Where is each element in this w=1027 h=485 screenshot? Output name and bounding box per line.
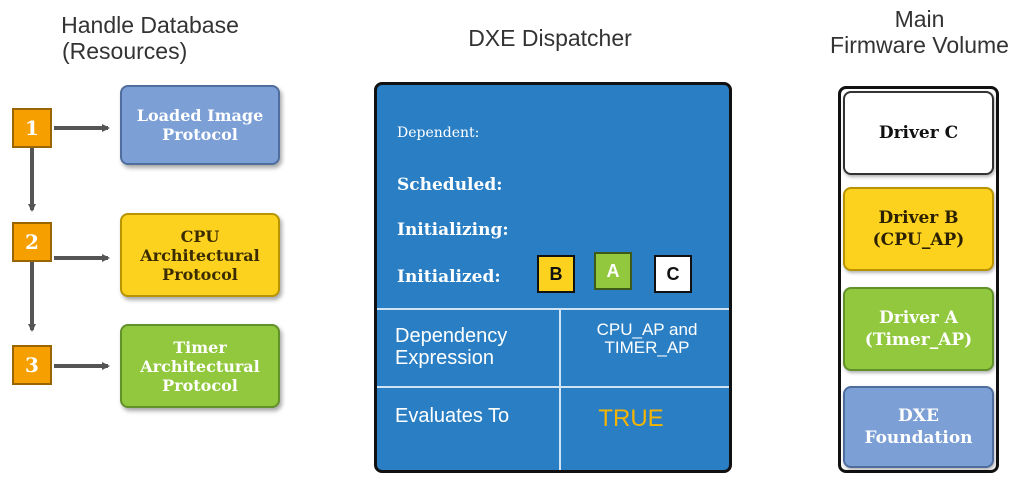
handle-database-heading-line2: (Resources) <box>62 38 188 64</box>
fv-slot-line: Driver C <box>878 123 959 143</box>
loaded-image-protocol: Loaded Image Protocol <box>120 85 280 165</box>
initialized-chip-a: A <box>594 252 632 290</box>
protocol-line: Architectural <box>140 245 260 265</box>
initialized-chip-c: C <box>654 255 692 293</box>
handle-2: 2 <box>12 222 52 262</box>
cpu-architectural-protocol: CPU Architectural Protocol <box>120 213 280 297</box>
protocol-line: Protocol <box>162 264 238 284</box>
fv-slot-line: DXE <box>898 406 939 426</box>
dependency-expression-value: CPU_AP and TIMER_AP <box>561 320 729 357</box>
timer-architectural-protocol: Timer Architectural Protocol <box>120 324 280 408</box>
protocol-line: Architectural <box>140 356 260 376</box>
evaluates-to-label: Evaluates To <box>395 405 510 427</box>
grid-divider-vertical <box>559 308 561 470</box>
protocol-line: Loaded Image <box>136 106 264 125</box>
initialized-chip-b: B <box>537 255 575 293</box>
fv-slot-line: (Timer_AP) <box>864 330 973 350</box>
handle-database-heading-line1: Handle Database <box>61 12 239 38</box>
dxe-dispatcher-heading: DXE Dispatcher <box>468 25 632 51</box>
firmware-volume-heading-line1: Main <box>894 6 945 32</box>
driver-a-slot: Driver A (Timer_AP) <box>843 287 994 371</box>
dxe-dispatcher-panel: Dependent: Scheduled: Initializing: Init… <box>374 82 732 473</box>
fv-slot-line: Driver A <box>879 308 958 328</box>
firmware-volume-heading: Main Firmware Volume <box>812 6 1027 58</box>
initializing-label: Initializing: <box>397 220 509 240</box>
dxe-foundation-slot: DXE Foundation <box>843 386 994 468</box>
dependent-label: Dependent: <box>397 125 480 141</box>
protocol-line: CPU <box>180 226 220 246</box>
fv-slot-line: Driver B <box>878 208 959 228</box>
handle-3: 3 <box>12 345 52 385</box>
driver-c-slot: Driver C <box>843 91 994 175</box>
fv-slot-line: Foundation <box>864 428 973 448</box>
driver-b-slot: Driver B (CPU_AP) <box>843 187 994 271</box>
protocol-line: Protocol <box>162 125 238 144</box>
protocol-line: Timer <box>173 337 227 357</box>
handle-database-heading: Handle Database (Resources) <box>40 12 260 64</box>
dependency-expression-value-line1: CPU_AP and <box>596 320 698 339</box>
handle-1: 1 <box>12 108 52 148</box>
grid-divider-horizontal-1 <box>377 308 729 310</box>
dependency-expression-label-line2: Expression <box>395 347 494 369</box>
initialized-label: Initialized: <box>397 267 501 287</box>
grid-divider-horizontal-2 <box>377 386 729 388</box>
evaluates-to-value: TRUE <box>598 405 664 432</box>
protocol-line: Protocol <box>162 375 238 395</box>
dependency-expression-label: Dependency Expression <box>395 325 507 369</box>
scheduled-label: Scheduled: <box>397 175 503 195</box>
dependency-expression-label-line1: Dependency <box>395 325 508 347</box>
fv-slot-line: (CPU_AP) <box>872 230 965 250</box>
firmware-volume-heading-line2: Firmware Volume <box>830 32 1009 58</box>
dependency-expression-value-line2: TIMER_AP <box>604 338 690 357</box>
